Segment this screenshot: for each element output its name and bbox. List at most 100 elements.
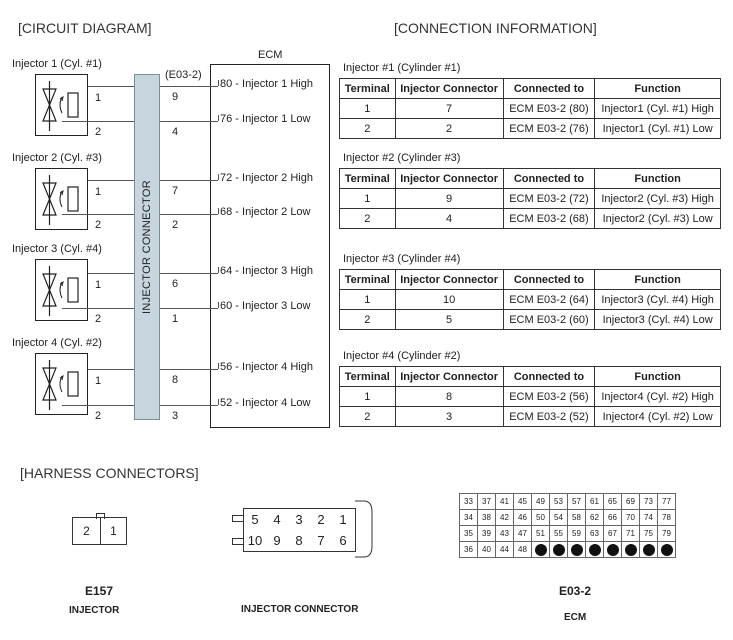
injector-coil-icon: [42, 360, 79, 410]
wire: [88, 86, 134, 87]
ecm-terminal-tick: [218, 267, 219, 273]
ecm-grid-cell: [639, 541, 658, 558]
connection-table-title: Injector #4 (Cylinder #2): [343, 350, 461, 362]
ecm-pin-label: 80 - Injector 1 High: [220, 78, 313, 90]
ecm-grid-cell: 66: [603, 509, 622, 526]
e157-pin: 2: [73, 518, 101, 544]
table-header-cell: Terminal: [339, 78, 396, 99]
table-cell: Injector3 (Cyl. #4) High: [594, 289, 721, 310]
ecm-box: [210, 64, 330, 428]
injector-connector-pin: 8: [295, 533, 303, 548]
ecm-grid-cell: 43: [495, 525, 514, 542]
wire: [88, 369, 134, 370]
ecm-terminal-tick: [218, 174, 219, 180]
filled-pin-icon: [570, 543, 583, 556]
table-header-cell: Connected to: [502, 78, 596, 99]
ecm-pin-label: 60 - Injector 3 Low: [220, 300, 311, 312]
injector-connector-pin: 9: [273, 533, 281, 548]
ecm-grid-cell: 71: [621, 525, 640, 542]
ecm-grid-cell: [567, 541, 586, 558]
injector-pin: 1: [95, 279, 102, 291]
injector-connector-latch: [232, 515, 243, 522]
injector-pin: 1: [95, 375, 102, 387]
injector-coil-icon: [42, 81, 79, 131]
filled-pin-icon: [552, 543, 565, 556]
filled-pin-icon: [642, 543, 655, 556]
table-cell: 1: [339, 188, 396, 209]
table-header-cell: Function: [594, 269, 721, 290]
table-cell: 2: [339, 309, 396, 330]
ecm-grid-cell: 37: [477, 493, 496, 510]
ecm-terminal-tick: [218, 115, 219, 121]
table-cell: ECM E03-2 (60): [502, 309, 596, 330]
injector-connector-name: INJECTOR CONNECTOR: [241, 604, 359, 615]
harness-connectors-title: [HARNESS CONNECTORS]: [20, 465, 199, 481]
table-cell: 9: [394, 188, 504, 209]
table-cell: Injector1 (Cyl. #1) High: [594, 98, 721, 119]
ecm-grid-cell: 38: [477, 509, 496, 526]
table-header-cell: Injector Connector: [394, 366, 504, 387]
injector-symbol: [35, 259, 88, 321]
table-cell: 2: [339, 208, 396, 229]
wire: [160, 405, 218, 406]
connection-table-title: Injector #1 (Cylinder #1): [343, 62, 461, 74]
ecm-grid-cell: [657, 541, 676, 558]
injector-symbol: [35, 353, 88, 415]
wire: [62, 405, 134, 406]
table-header-cell: Terminal: [339, 168, 396, 189]
wire: [160, 86, 218, 87]
ecm-grid-cell: 73: [639, 493, 658, 510]
filled-pin-icon: [534, 543, 547, 556]
ecm-grid-cell: 77: [657, 493, 676, 510]
connector-pin-number: 4: [172, 126, 179, 138]
injector-label: Injector 2 (Cyl. #3): [12, 152, 102, 164]
ecm-grid-cell: 69: [621, 493, 640, 510]
ecm-grid-cell: 79: [657, 525, 676, 542]
table-cell: ECM E03-2 (76): [502, 118, 596, 139]
e157-pin: 1: [110, 524, 117, 538]
ecm-grid-cell: 35: [459, 525, 478, 542]
table-header-cell: Terminal: [339, 366, 396, 387]
ecm-title: ECM: [258, 49, 283, 61]
ecm-grid-cell: 44: [495, 541, 514, 558]
table-cell: Injector2 (Cyl. #3) High: [594, 188, 721, 209]
table-header-cell: Connected to: [502, 366, 596, 387]
injector-connector-pin: 5: [251, 512, 259, 527]
injector-connector-pin: 4: [273, 512, 281, 527]
ecm-grid-cell: [585, 541, 604, 558]
table-header-cell: Connected to: [502, 168, 596, 189]
table-cell: Injector3 (Cyl. #4) Low: [594, 309, 721, 330]
connection-table-title: Injector #3 (Cylinder #4): [343, 253, 461, 265]
connector-pin-number: 6: [172, 278, 179, 290]
wire: [160, 273, 218, 274]
connector-code: (E03-2): [165, 69, 202, 81]
ecm-grid-cell: [603, 541, 622, 558]
injector-connector-pin: 7: [317, 533, 325, 548]
filled-pin-icon: [588, 543, 601, 556]
table-cell: 7: [394, 98, 504, 119]
injector-pin: 1: [95, 92, 102, 104]
connector-pin-number: 8: [172, 374, 179, 386]
ecm-grid-cell: 53: [549, 493, 568, 510]
wire: [88, 180, 134, 181]
ecm-connector-code: E03-2: [559, 584, 592, 598]
ecm-grid-cell: 48: [513, 541, 532, 558]
table-cell: 5: [394, 309, 504, 330]
ecm-pin-label: 72 - Injector 2 High: [220, 172, 313, 184]
wire: [160, 369, 218, 370]
ecm-grid-cell: 62: [585, 509, 604, 526]
ecm-grid-cell: 57: [567, 493, 586, 510]
table-cell: 4: [394, 208, 504, 229]
table-cell: ECM E03-2 (52): [502, 406, 596, 427]
ecm-grid-cell: [549, 541, 568, 558]
ecm-pin-label: 64 - Injector 3 High: [220, 265, 313, 277]
ecm-terminal-tick: [218, 363, 219, 369]
table-cell: 1: [339, 289, 396, 310]
